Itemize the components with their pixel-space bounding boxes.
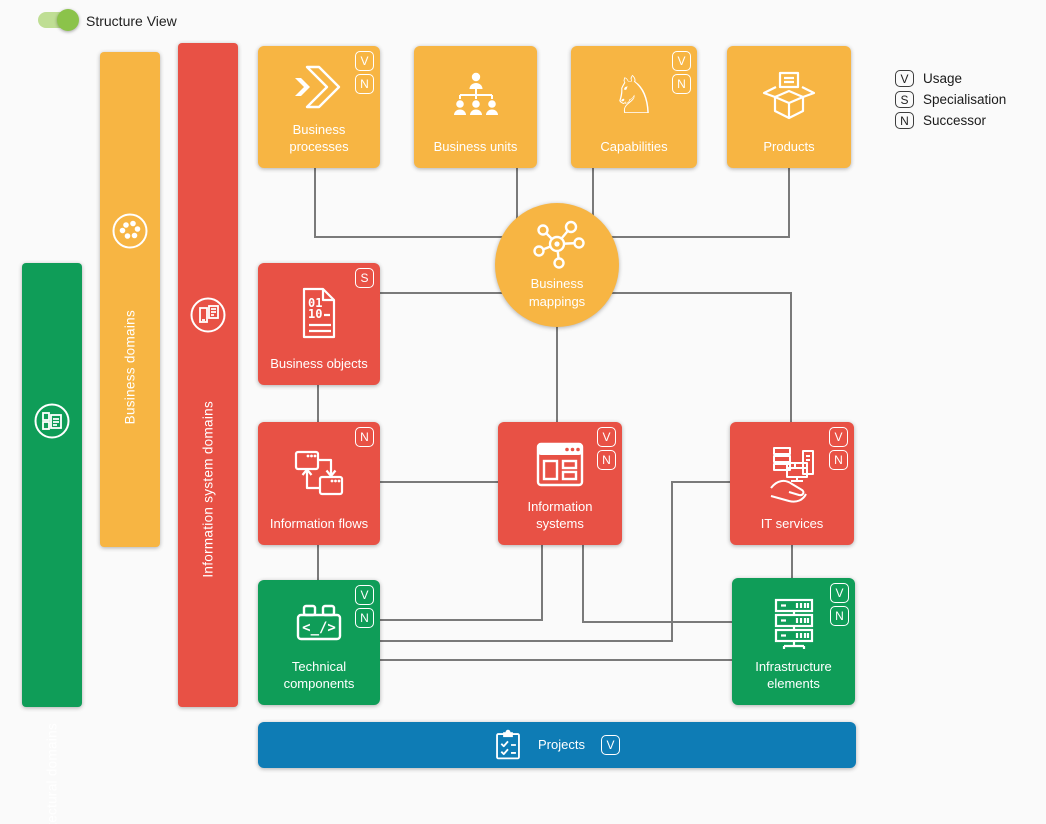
architectural-domains-bar[interactable]: Architectural domains	[22, 263, 82, 824]
hand-devices-icon	[770, 446, 814, 503]
org-chart-icon	[453, 73, 498, 116]
legend-row-usage: V Usage	[895, 70, 1006, 87]
successor-badge-icon: N	[830, 606, 849, 626]
server-stack-icon	[774, 598, 813, 649]
node-label: Information systems	[527, 498, 593, 532]
usage-badge-icon: V	[597, 427, 616, 447]
usage-badge-icon: V	[829, 427, 848, 447]
structure-view-toggle[interactable]	[38, 9, 79, 31]
cluster-circle-icon	[112, 213, 148, 249]
legend-label: Usage	[923, 71, 963, 86]
legend-row-successor: N Successor	[895, 112, 1006, 129]
double-chevron-icon	[295, 66, 341, 109]
usage-badge-icon: V	[672, 51, 691, 71]
svg-text:10: 10	[308, 307, 322, 321]
information-system-domains-label: Information system domains	[200, 401, 216, 578]
node-business-units[interactable]: Business units	[414, 46, 537, 168]
successor-badge-icon: N	[597, 450, 616, 470]
architectural-domains-label: Architectural domains	[44, 723, 60, 824]
node-label: Business objects	[270, 356, 368, 372]
structure-view-label: Structure View	[86, 13, 177, 29]
usage-badge-icon: V	[355, 51, 374, 71]
legend: V Usage S Specialisation N Successor	[895, 70, 1006, 129]
successor-badge-icon: N	[829, 450, 848, 470]
business-domains-bar[interactable]: Business domains	[100, 52, 160, 547]
device-document-circle-icon	[190, 297, 226, 333]
node-label: Capabilities	[600, 139, 668, 155]
node-label: Projects	[538, 737, 585, 753]
layered-racks-circle-icon	[34, 403, 70, 439]
toggle-knob	[57, 9, 79, 31]
node-label: Information flows	[269, 516, 369, 532]
code-brick-icon: <_/>	[296, 604, 342, 641]
svg-text:<_/>: <_/>	[302, 620, 336, 636]
node-label: Infrastructure elements	[755, 658, 832, 692]
successor-badge-icon: N	[355, 74, 374, 94]
successor-badge-icon: N	[895, 112, 914, 129]
binary-document-icon: 01 10	[302, 288, 336, 339]
node-label: Business units	[433, 139, 518, 155]
information-system-domains-bar[interactable]: Information system domains	[178, 43, 238, 707]
open-box-icon	[762, 72, 816, 120]
hub-network-icon	[533, 221, 585, 270]
svg-text:01: 01	[308, 296, 322, 310]
app-window-icon	[536, 442, 584, 487]
clipboard-checklist-icon	[496, 729, 520, 760]
successor-badge-icon: N	[672, 74, 691, 94]
node-information-flows[interactable]: N Information flows	[258, 422, 380, 545]
node-projects[interactable]: Projects V	[258, 722, 856, 768]
legend-row-specialisation: S Specialisation	[895, 91, 1006, 108]
chess-knight-icon: ♘	[610, 66, 658, 127]
usage-badge-icon: V	[895, 70, 914, 87]
window-arrows-icon	[294, 450, 344, 495]
legend-label: Specialisation	[923, 92, 1007, 107]
usage-badge-icon: V	[355, 585, 374, 605]
node-label: Products	[763, 139, 815, 155]
usage-badge-icon: V	[600, 735, 620, 755]
business-domains-label: Business domains	[122, 310, 138, 425]
node-label: Technical components	[283, 658, 355, 692]
node-label: Business processes	[289, 121, 349, 155]
node-products[interactable]: Products	[727, 46, 851, 168]
usage-badge-icon: V	[830, 583, 849, 603]
successor-badge-icon: N	[355, 427, 374, 447]
specialisation-badge-icon: S	[355, 268, 374, 288]
node-business-mappings[interactable]: Business mappings	[495, 203, 619, 327]
specialisation-badge-icon: S	[895, 91, 914, 108]
legend-label: Successor	[923, 113, 987, 128]
successor-badge-icon: N	[355, 608, 374, 628]
node-label: Business mappings	[528, 276, 586, 309]
node-business-objects[interactable]: S 01 10 Business objects	[258, 263, 380, 385]
node-label: IT services	[760, 516, 824, 532]
